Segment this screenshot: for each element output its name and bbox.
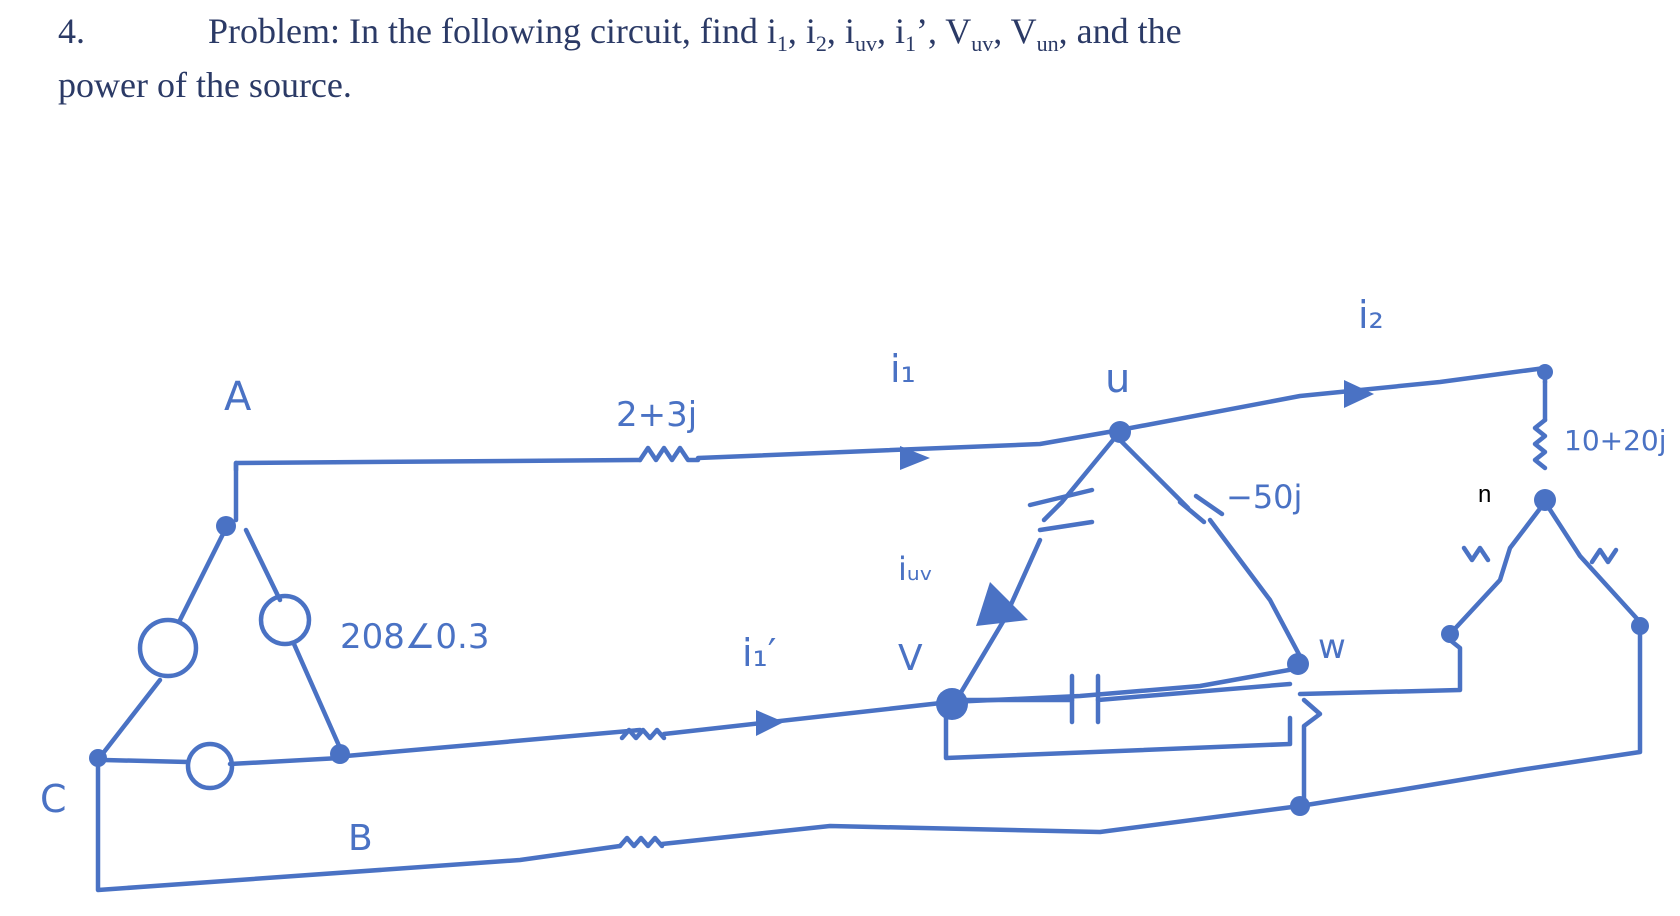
node-load-top-dot bbox=[1537, 364, 1553, 380]
iuv-arrow bbox=[976, 582, 1028, 626]
node-u-label: u bbox=[1105, 356, 1130, 402]
wye-right-z bbox=[1589, 547, 1619, 565]
delta-vw-cap bbox=[1069, 673, 1101, 725]
delta-uv-plate bbox=[1027, 487, 1095, 533]
delta-uv-left bbox=[1041, 431, 1121, 523]
i1-arrow bbox=[900, 446, 930, 470]
sep-4: ’, V bbox=[915, 11, 972, 51]
problem-statement: 4. Problem: In the following circuit, fin… bbox=[58, 4, 1618, 112]
node-b-dot bbox=[330, 744, 350, 764]
node-n-label: n bbox=[1478, 481, 1491, 508]
node-n-dot bbox=[1534, 489, 1556, 511]
sep-1: , i bbox=[787, 11, 816, 51]
sub-4: 1 bbox=[904, 31, 916, 57]
problem-number: 4. bbox=[58, 11, 85, 51]
current-i1-label: i₁ bbox=[890, 347, 916, 391]
wye-left-z bbox=[1461, 545, 1491, 563]
source-cb bbox=[185, 741, 235, 791]
capacitor-label: −50j bbox=[1226, 478, 1302, 516]
line-impedance-label: 2+3j bbox=[616, 395, 697, 435]
sep-5: , V bbox=[993, 11, 1037, 51]
node-w-label: w bbox=[1318, 627, 1346, 667]
node-c-dot bbox=[89, 749, 107, 767]
source-ac bbox=[137, 617, 199, 679]
current-i1-prime-label: i₁′ bbox=[742, 631, 776, 675]
w-link bbox=[1301, 697, 1323, 813]
problem-line-2: power of the source. bbox=[58, 65, 352, 105]
current-iuv-label: iᵤᵥ bbox=[898, 550, 933, 588]
i1-prime-arrow bbox=[756, 710, 784, 736]
problem-intro: Problem: In the following circuit, find … bbox=[208, 11, 777, 51]
node-b-label: B bbox=[348, 818, 373, 859]
wire-mid bbox=[661, 665, 1303, 737]
current-i2-label: i₂ bbox=[1358, 293, 1384, 337]
delta-uw-cap bbox=[1177, 493, 1225, 525]
load-impedance-label: 10+20j bbox=[1564, 424, 1667, 457]
node-v-dot bbox=[936, 688, 968, 720]
sub-6: un bbox=[1036, 31, 1059, 57]
delta-uw bbox=[1117, 437, 1305, 663]
source-label: 208∠0.3 bbox=[340, 617, 489, 657]
i2-arrow bbox=[1344, 380, 1374, 408]
wye-left bbox=[1447, 499, 1548, 637]
node-a-label: A bbox=[224, 374, 252, 420]
node-load-left-dot bbox=[1441, 625, 1459, 643]
v-link bbox=[943, 715, 1293, 761]
sub-3: uv bbox=[854, 31, 877, 57]
sub-1: 1 bbox=[776, 31, 788, 57]
line-impedance-bottom bbox=[617, 835, 665, 849]
source-ab bbox=[258, 593, 312, 647]
node-c-label: C bbox=[40, 777, 67, 821]
wire-c-bottom bbox=[95, 755, 623, 893]
node-u-dot bbox=[1109, 421, 1131, 443]
source-side-ac bbox=[101, 525, 229, 755]
sub-5: uv bbox=[971, 31, 994, 57]
sub-2: 2 bbox=[815, 31, 827, 57]
problem-line-1: 4. Problem: In the following circuit, fin… bbox=[58, 4, 1618, 58]
wire-bottom bbox=[659, 629, 1643, 847]
sep-3: , i bbox=[876, 11, 905, 51]
problem-tail: , and the bbox=[1058, 11, 1182, 51]
node-a-dot bbox=[216, 516, 236, 536]
wire-b-mid bbox=[343, 727, 643, 759]
delta-vw bbox=[957, 681, 1293, 703]
node-load-right-dot bbox=[1631, 617, 1649, 635]
wire-a-top bbox=[233, 457, 643, 473]
node-bottom-junction-dot bbox=[1290, 796, 1310, 816]
load-impedance bbox=[1532, 417, 1548, 471]
wye-right bbox=[1542, 499, 1643, 625]
wye-left-down bbox=[1297, 637, 1463, 697]
source-side-cb bbox=[101, 755, 343, 767]
node-v-label: V bbox=[898, 638, 923, 679]
line-impedance-mid bbox=[619, 727, 667, 741]
source-side-ab bbox=[243, 527, 343, 751]
node-w-dot bbox=[1287, 653, 1309, 675]
line-impedance-top bbox=[637, 445, 701, 463]
sep-2: , i bbox=[826, 11, 855, 51]
